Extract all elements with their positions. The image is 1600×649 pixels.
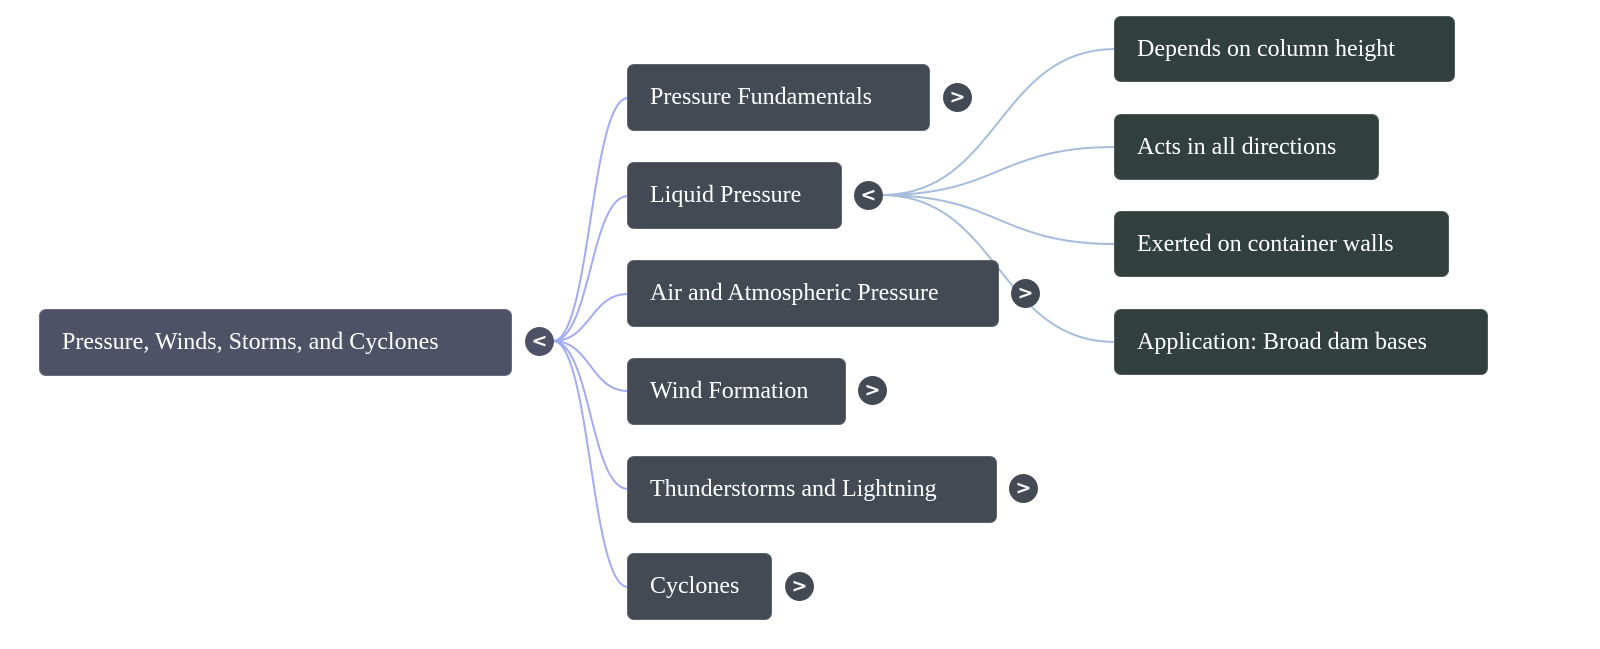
node-label: Application: Broad dam bases (1137, 328, 1427, 355)
node-liquid-pressure[interactable]: Liquid Pressure (627, 162, 842, 229)
node-label: Thunderstorms and Lightning (650, 476, 937, 502)
collapse-toggle-liquid-pressure[interactable]: < (854, 181, 883, 210)
chevron-right-icon: > (1015, 477, 1032, 499)
node-label: Liquid Pressure (650, 182, 802, 208)
expand-toggle-air-atmospheric-pressure[interactable]: > (1011, 279, 1040, 308)
connector-root-to-child-0 (552, 97, 629, 342)
connector-liquid-pressure-to-child-1 (881, 146, 1116, 196)
chevron-right-icon: > (949, 86, 966, 108)
node-application-broad-dam-bases[interactable]: Application: Broad dam bases (1114, 309, 1488, 375)
node-label: Depends on column height (1137, 35, 1395, 62)
root-collapse-toggle[interactable]: < (525, 327, 554, 356)
node-label: Air and Atmospheric Pressure (650, 280, 939, 306)
node-thunderstorms-lightning[interactable]: Thunderstorms and Lightning (627, 456, 997, 523)
node-air-atmospheric-pressure[interactable]: Air and Atmospheric Pressure (627, 260, 999, 327)
node-label: Exerted on container walls (1137, 230, 1394, 257)
expand-toggle-pressure-fundamentals[interactable]: > (943, 83, 972, 112)
chevron-right-icon: > (791, 575, 808, 597)
node-depends-on-column-height[interactable]: Depends on column height (1114, 16, 1455, 82)
node-cyclones[interactable]: Cyclones (627, 553, 772, 620)
root-node[interactable]: Pressure, Winds, Storms, and Cyclones (39, 309, 512, 376)
expand-toggle-wind-formation[interactable]: > (858, 376, 887, 405)
connector-liquid-pressure-to-child-2 (881, 194, 1116, 245)
connector-root-to-child-4 (552, 340, 629, 490)
connector-root-to-child-3 (552, 340, 629, 392)
node-label: Cyclones (650, 573, 740, 599)
chevron-left-icon: < (531, 330, 548, 352)
node-wind-formation[interactable]: Wind Formation (627, 358, 846, 425)
expand-toggle-thunderstorms-lightning[interactable]: > (1009, 474, 1038, 503)
expand-toggle-cyclones[interactable]: > (785, 572, 814, 601)
connector-root-to-child-1 (552, 195, 629, 342)
node-pressure-fundamentals[interactable]: Pressure Fundamentals (627, 64, 930, 131)
node-label: Pressure Fundamentals (650, 84, 872, 110)
node-label: Wind Formation (650, 378, 809, 404)
connector-root-to-child-5 (552, 340, 629, 588)
node-label: Acts in all directions (1137, 133, 1337, 160)
root-node-label: Pressure, Winds, Storms, and Cyclones (62, 329, 439, 355)
chevron-right-icon: > (864, 379, 881, 401)
chevron-left-icon: < (860, 184, 877, 206)
chevron-right-icon: > (1017, 282, 1034, 304)
connector-root-to-child-2 (552, 293, 629, 342)
node-acts-in-all-directions[interactable]: Acts in all directions (1114, 114, 1379, 180)
connector-liquid-pressure-to-child-0 (881, 48, 1116, 196)
node-exerted-on-container-walls[interactable]: Exerted on container walls (1114, 211, 1449, 277)
